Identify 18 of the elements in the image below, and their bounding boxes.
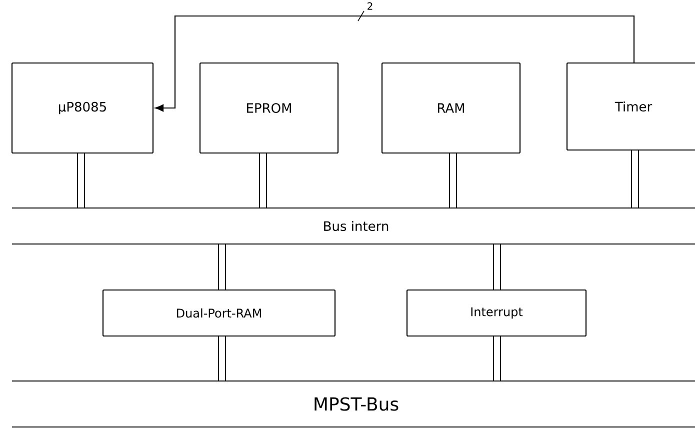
block-box: EPROM [199, 62, 339, 154]
bus-link [77, 154, 85, 208]
block-box: Timer [566, 62, 695, 151]
bus-link [259, 154, 267, 208]
bus-link [493, 244, 501, 290]
block-box: μP8085 [11, 62, 154, 154]
arrow [155, 15, 635, 112]
bus-link [631, 150, 639, 208]
bus-link [218, 336, 226, 380]
bus-link [218, 244, 226, 290]
bus-link [449, 154, 457, 208]
block-box: Interrupt [406, 289, 587, 337]
bus-link [493, 336, 501, 380]
bus-band: Bus intern [12, 207, 695, 245]
edge-label: 2 [368, 2, 372, 10]
block-box: RAM [381, 62, 521, 154]
bus-band: MPST-Bus [12, 380, 695, 428]
block-box: Dual-Port-RAM [102, 289, 336, 337]
